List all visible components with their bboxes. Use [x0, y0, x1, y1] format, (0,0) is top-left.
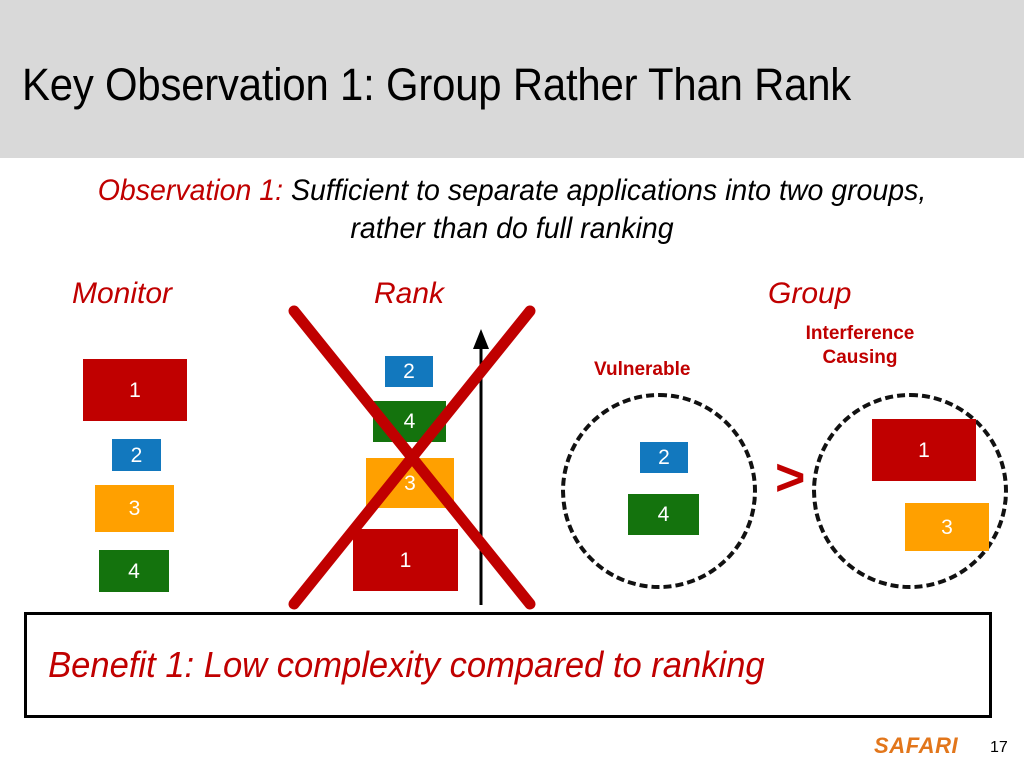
label-vulnerable: Vulnerable: [594, 359, 691, 380]
slide-number: 17: [990, 739, 1008, 756]
column-heading-rank: Rank: [374, 277, 445, 310]
benefit-text: Benefit 1: Low complexity compared to ra…: [48, 644, 765, 685]
cross-out-x-icon: [288, 305, 536, 610]
rank-block-2: 2: [385, 356, 433, 387]
greater-than-icon: >: [775, 449, 806, 507]
vulnerable-block-2: 2: [640, 442, 688, 473]
safari-logo: SAFARI: [874, 733, 959, 758]
monitor-block-2: 2: [112, 439, 161, 471]
interference-block-1: 1: [872, 419, 976, 481]
benefit-callout-box: Benefit 1: Low complexity compared to ra…: [24, 612, 992, 718]
interference-block-3: 3: [905, 503, 989, 551]
column-heading-monitor: Monitor: [72, 277, 173, 310]
label-interference-causing-line1: Interference: [805, 323, 915, 344]
monitor-block-3: 3: [95, 485, 174, 532]
observation-body: Sufficient to separate applications into…: [283, 174, 927, 246]
group-circle-vulnerable: [561, 393, 757, 589]
observation-statement: Observation 1: Sufficient to separate ap…: [83, 172, 942, 249]
column-heading-group: Group: [768, 277, 852, 310]
title-band: [0, 0, 1024, 158]
rank-block-1: 1: [353, 529, 458, 591]
rank-axis-arrow-icon: [473, 329, 489, 605]
observation-label: Observation 1:: [97, 174, 284, 207]
monitor-block-1: 1: [83, 359, 187, 421]
vulnerable-block-4: 4: [628, 494, 699, 535]
label-interference-causing: Interference Causing: [806, 322, 915, 370]
group-circle-interference-causing: [812, 393, 1008, 589]
label-interference-causing-line2: Causing: [822, 346, 898, 368]
monitor-block-4: 4: [99, 550, 169, 592]
page-title: Key Observation 1: Group Rather Than Ran…: [22, 59, 852, 110]
